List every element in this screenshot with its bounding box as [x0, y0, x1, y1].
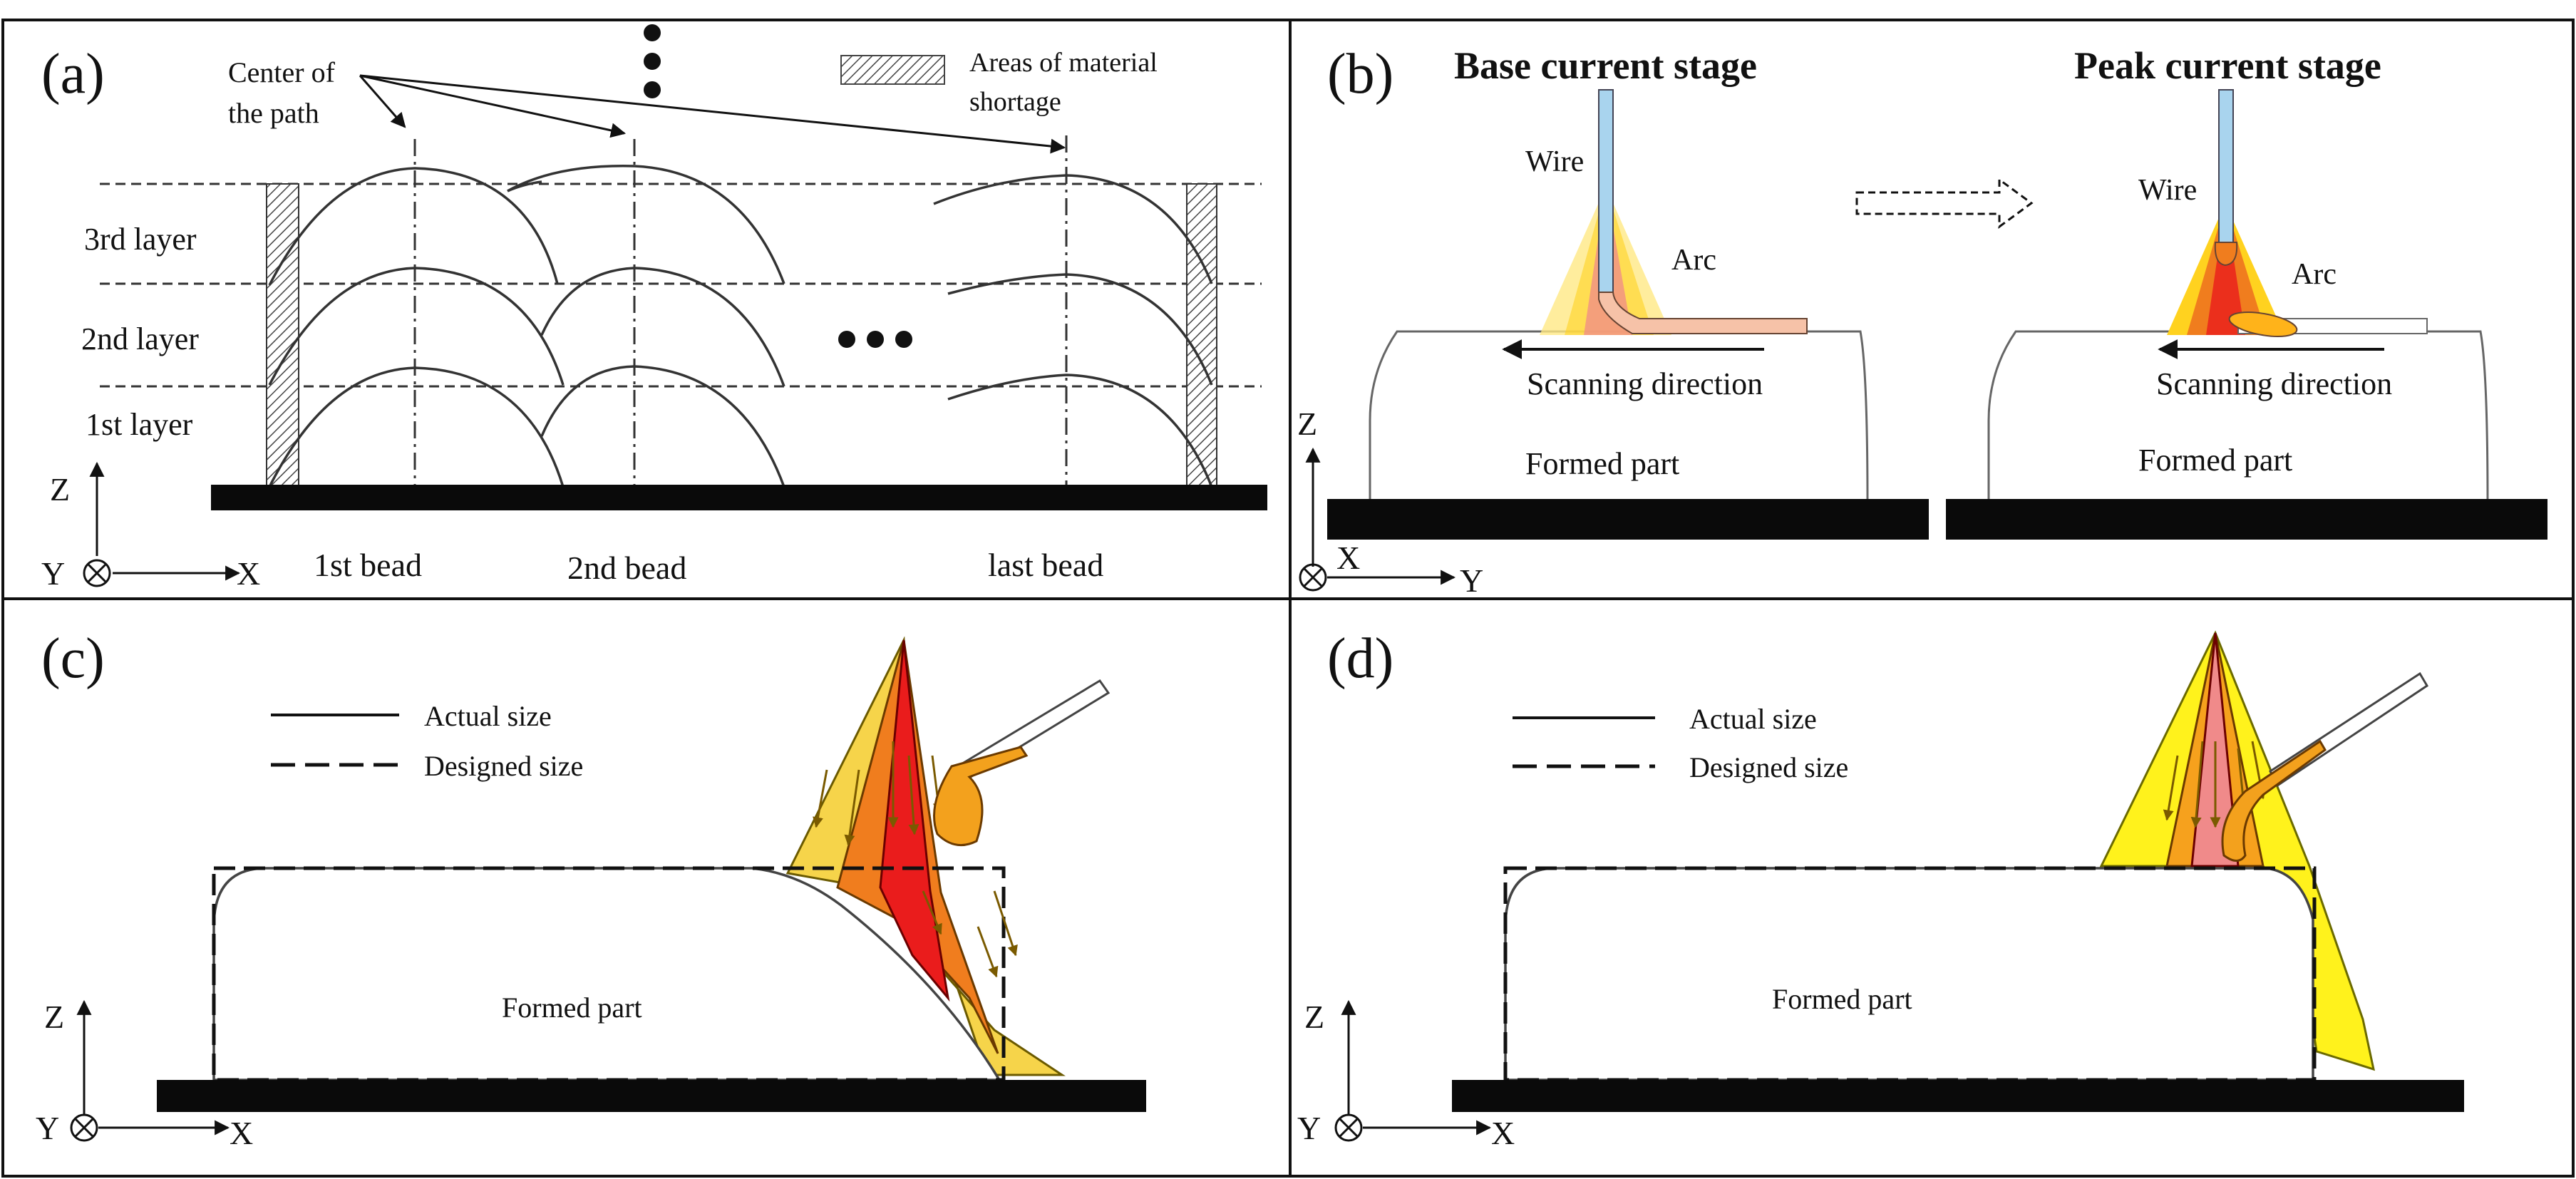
wire-label-peak: Wire: [2138, 174, 2197, 207]
ellipsis-dot: [644, 24, 661, 41]
center-arrows: [359, 74, 1066, 154]
axis-y-label-d: Y: [1297, 1110, 1321, 1146]
axis-z-label-b: Z: [1297, 406, 1317, 442]
bead-center-lines: [413, 135, 1068, 492]
panel-c-tag: (c): [41, 627, 105, 690]
center-label-line2: the path: [228, 97, 319, 129]
part-label-peak: Formed part: [2138, 443, 2292, 478]
substrate-c: [157, 1080, 1146, 1112]
part-label-d: Formed part: [1772, 983, 1912, 1015]
panel-d: (d) Actual size Designed size Formed par…: [1297, 627, 2464, 1151]
axis-z-label-a: Z: [50, 471, 70, 508]
wire-base: [1598, 89, 1614, 297]
ellipsis-dot: [895, 331, 912, 348]
wire-label-base: Wire: [1525, 145, 1584, 178]
legend-designed-c: Designed size: [424, 750, 583, 782]
hatch-legend-line1: Areas of material: [969, 48, 1158, 78]
axis-x-label-c: X: [230, 1115, 253, 1151]
panel-d-tag: (d): [1327, 627, 1393, 690]
substrate-b-base: [1327, 499, 1929, 540]
panel-b: (b) Base current stage Peak current stag…: [1297, 43, 2547, 599]
wire-peak: [2218, 89, 2234, 262]
panel-a-tag: (a): [41, 43, 105, 105]
axis-y-label-b: Y: [1460, 562, 1483, 599]
panel-c: (c) Actual size Designed size Formed par…: [36, 627, 1146, 1151]
layer-label-3rd: 3rd layer: [84, 222, 197, 257]
material-shortage-left: [266, 183, 299, 488]
bead-label-1st: 1st bead: [314, 547, 422, 583]
scan-label-base: Scanning direction: [1527, 366, 1763, 401]
axis-x-label-a: X: [237, 555, 260, 592]
material-shortage-right: [1186, 183, 1217, 488]
stage-transition-arrow: [1855, 177, 2034, 229]
axis-x-label-d: X: [1491, 1115, 1515, 1151]
axis-z-label-c: Z: [44, 999, 64, 1035]
formed-part-c: [212, 867, 1002, 1081]
wire-droplet-d: [2221, 739, 2327, 862]
axis-z-label-d: Z: [1304, 999, 1324, 1035]
center-label-line1: Center of: [228, 56, 336, 88]
panel-b-tag: (b): [1327, 43, 1393, 105]
formed-part-peak: [1987, 330, 2489, 504]
wire-tip-base: [1598, 292, 1808, 334]
substrate-d: [1452, 1080, 2464, 1112]
droplet-peak: [2214, 242, 2238, 267]
axis-x-label-b: X: [1336, 540, 1360, 576]
arc-label-base: Arc: [1671, 244, 1716, 277]
part-label-base: Formed part: [1525, 446, 1679, 481]
axis-y-label-c: Y: [36, 1110, 59, 1146]
axis-y-label-a: Y: [41, 555, 65, 592]
axes-d: [1334, 999, 1492, 1142]
bead-arcs: [268, 165, 1213, 488]
hatch-legend-swatch: [840, 55, 945, 85]
layer-label-2nd: 2nd layer: [81, 321, 199, 356]
axes-a: [83, 461, 241, 587]
layer-label-1st: 1st layer: [86, 407, 193, 442]
hatch-legend-line2: shortage: [969, 87, 1061, 117]
formed-part-base: [1369, 330, 1869, 504]
ellipsis-dot: [838, 331, 855, 348]
axes-b: [1299, 447, 1456, 592]
bead-label-2nd: 2nd bead: [567, 550, 686, 586]
formed-part-d: [1504, 867, 2314, 1081]
legend-actual-c: Actual size: [424, 700, 552, 732]
wire-droplet-c: [933, 746, 1029, 847]
part-label-c: Formed part: [502, 992, 642, 1024]
bead-label-last: last bead: [988, 547, 1103, 583]
legend-designed-d: Designed size: [1689, 751, 1848, 783]
axes-c: [70, 999, 230, 1142]
ellipsis-dot: [644, 81, 661, 98]
base-stage-title: Base current stage: [1454, 44, 1757, 87]
arc-label-peak: Arc: [2292, 258, 2337, 291]
substrate-b-peak: [1946, 499, 2547, 540]
scan-label-peak: Scanning direction: [2156, 366, 2392, 401]
ellipsis-dot: [867, 331, 884, 348]
arc-peak-inner: [2206, 203, 2245, 335]
peak-stage-title: Peak current stage: [2074, 44, 2381, 87]
substrate-a: [211, 485, 1267, 510]
molten-pool-peak: [2228, 312, 2298, 337]
legend-actual-d: Actual size: [1689, 703, 1817, 735]
panel-a: (a) Areas of material shortage Center of…: [41, 24, 1267, 592]
ellipsis-dot: [644, 53, 661, 70]
panel-frames: [1, 19, 2575, 1178]
